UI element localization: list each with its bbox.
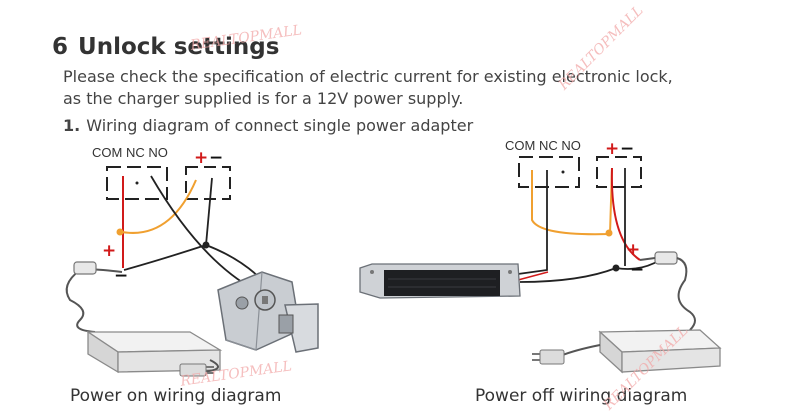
right-black-wire-nc	[517, 170, 548, 275]
right-terminal-labels: COM NC NO	[505, 138, 581, 153]
right-adapter-minus-label: −	[630, 260, 645, 280]
right-power-adapter-brick	[532, 329, 722, 374]
intro-line-2: as the charger supplied is for a 12V pow…	[63, 89, 464, 108]
left-orange-wire	[121, 179, 197, 234]
section-number: 6	[52, 34, 69, 60]
left-red-junction	[116, 228, 124, 236]
intro-line-1: Please check the specification of electr…	[63, 67, 673, 86]
left-plus-label: +	[194, 148, 209, 168]
right-dc-plug	[654, 251, 678, 265]
step-heading: 1. Wiring diagram of connect single power…	[63, 116, 473, 135]
left-caption: Power on wiring diagram	[70, 386, 282, 406]
step-number: 1.	[63, 116, 81, 135]
right-orange-wire-com	[531, 167, 613, 236]
left-terminal-block-power	[185, 166, 231, 200]
right-caption: Power off wiring diagram	[475, 386, 688, 406]
left-black-wire-minus	[205, 177, 213, 246]
left-terminal-block-com-nc-no	[106, 166, 168, 200]
right-red-wire-plus	[610, 167, 641, 261]
right-adapter-cable	[676, 257, 696, 331]
left-dc-plug	[73, 261, 97, 275]
right-orange-junction	[605, 229, 613, 237]
right-magnetic-lock	[359, 263, 521, 299]
right-terminal-block-power	[596, 156, 642, 188]
left-minus-label: −	[209, 148, 224, 168]
section-heading: 6 Unlock settings	[52, 34, 279, 60]
left-power-adapter-brick	[85, 330, 223, 377]
right-red-lead	[517, 271, 549, 281]
left-electric-rim-lock	[217, 271, 319, 353]
left-adapter-minus-label: −	[114, 266, 129, 286]
left-terminal-labels: COM NC NO	[92, 145, 168, 160]
right-terminal-block-com-nc-no	[518, 156, 580, 188]
right-plus-label: +	[605, 139, 620, 159]
step-text: Wiring diagram of connect single power a…	[86, 116, 474, 135]
right-adapter-plus-label: +	[626, 240, 641, 260]
left-adapter-plus-label: +	[102, 241, 117, 261]
right-minus-label: −	[620, 139, 635, 159]
section-title: Unlock settings	[78, 34, 280, 60]
